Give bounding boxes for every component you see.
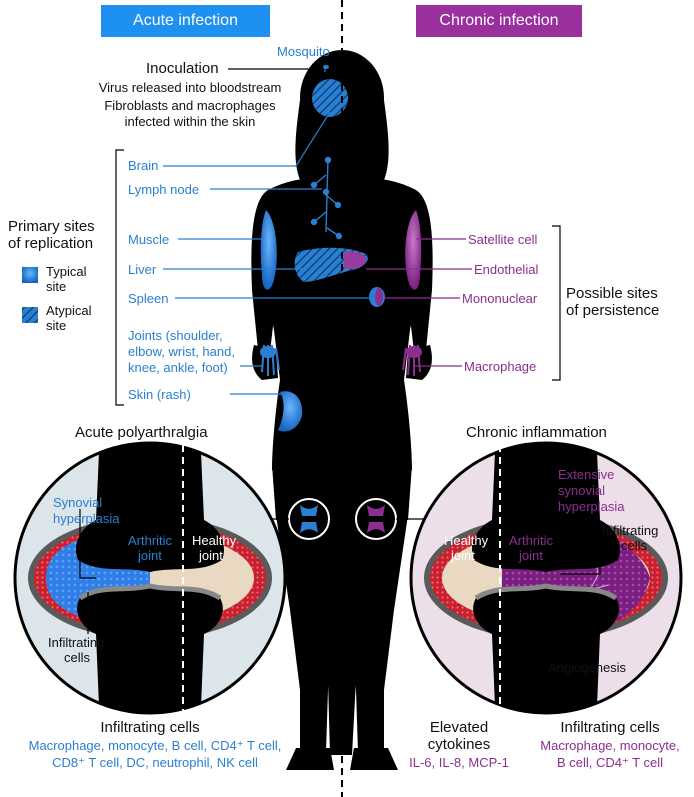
- human-silhouette: [251, 50, 433, 770]
- extensive-label-3: hyperplasia: [558, 499, 625, 514]
- site-spleen: Spleen: [128, 291, 169, 306]
- site-satellite-cell: Satellite cell: [468, 232, 538, 247]
- synovial-label-2: hyperplasia: [53, 511, 120, 526]
- virus-released-label: Virus released into bloodstream: [98, 80, 282, 95]
- acute-infiltrating-list-1: Macrophage, monocyte, B cell, CD4⁺ T cel…: [28, 738, 282, 753]
- site-liver: Liver: [128, 262, 157, 277]
- site-joints-2: elbow, wrist, hand,: [128, 344, 235, 359]
- mosquito-label: Mosquito: [277, 44, 330, 59]
- infiltrating-cells-left-1: Infiltrating: [48, 635, 105, 650]
- mosquito-icon: [323, 65, 329, 69]
- fibroblasts-label-1: Fibroblasts and macrophages: [104, 98, 276, 113]
- cytokine-list: IL-6, IL-8, MCP-1: [409, 755, 509, 770]
- right-muscle: [405, 210, 422, 290]
- chronic-infection-header: Chronic infection: [416, 5, 582, 37]
- infiltrating-cells-left-2: cells: [64, 650, 91, 665]
- acute-infiltrating-title: Infiltrating cells: [100, 719, 200, 736]
- site-macrophage: Macrophage: [464, 359, 537, 374]
- chronic-joint-illustration: [411, 443, 681, 713]
- site-joints-1: Joints (shoulder,: [128, 328, 223, 343]
- arthritic-joint-label-1: Arthritic: [128, 533, 173, 548]
- atypical-site-label-1: Atypical: [46, 303, 92, 318]
- skin-rash: [278, 391, 303, 432]
- left-knee-callout: [288, 498, 330, 540]
- angiogenesis-label: Angiogenesis: [548, 660, 627, 675]
- site-joints-3: knee, ankle, foot): [128, 360, 228, 375]
- site-muscle: Muscle: [128, 232, 170, 247]
- elevated-cytokines-1: Elevated: [429, 719, 489, 736]
- chronic-infiltrating-list-2: B cell, CD4⁺ T cell: [556, 755, 664, 770]
- typical-site-label-1: Typical: [46, 264, 87, 279]
- extensive-label-1: Extensive: [558, 467, 615, 482]
- left-hand-bones: [260, 344, 280, 376]
- lymph-node-network: [310, 156, 343, 240]
- site-brain: Brain: [128, 158, 159, 173]
- persistence-title-1: Possible sites: [566, 285, 658, 302]
- persistence-title-2: of persistence: [566, 302, 660, 319]
- left-bracket: [115, 149, 124, 406]
- elevated-cytokines-2: cytokines: [427, 736, 491, 753]
- liver-purple-lobe: [344, 251, 367, 269]
- extensive-label-2: synovial: [558, 483, 605, 498]
- primary-sites-title-1: Primary sites: [8, 218, 95, 235]
- healthy-joint-right-1: Healthy: [444, 533, 489, 548]
- atypical-site-label-2: site: [46, 318, 67, 333]
- fibroblasts-label-2: infected within the skin: [124, 114, 256, 129]
- chronic-infiltrating-list-1: Macrophage, monocyte,: [540, 738, 680, 753]
- site-lymph-node: Lymph node: [128, 182, 200, 197]
- inoculation-label: Inoculation: [146, 60, 219, 77]
- right-knee-callout: [355, 498, 397, 540]
- site-mononuclear: Mononuclear: [462, 291, 538, 306]
- brain-atypical: [312, 79, 348, 117]
- site-skin: Skin (rash): [128, 387, 191, 402]
- chronic-inflammation-title: Chronic inflammation: [466, 424, 607, 441]
- healthy-joint-right-2: joint: [451, 548, 475, 563]
- acute-polyarthralgia-title: Acute polyarthralgia: [75, 424, 208, 441]
- infiltrating-cells-right-1: Infiltrating: [602, 523, 659, 538]
- arthritic-joint-label-2: joint: [138, 548, 162, 563]
- right-bracket: [552, 225, 561, 381]
- left-muscle: [260, 210, 277, 290]
- chronic-infiltrating-title: Infiltrating cells: [560, 719, 660, 736]
- arthritic-joint-right-2: joint: [519, 548, 543, 563]
- right-hand-bones: [402, 344, 422, 376]
- infiltrating-cells-right-2: cells: [621, 538, 648, 553]
- synovial-label-1: Synovial: [53, 495, 103, 510]
- arthritic-joint-right-1: Arthritic: [509, 533, 554, 548]
- typical-site-label-2: site: [46, 279, 67, 294]
- acute-infiltrating-list-2: CD8⁺ T cell, DC, neutrophil, NK cell: [52, 755, 258, 770]
- healthy-joint-label-1: Healthy: [192, 533, 237, 548]
- primary-sites-title-2: of replication: [8, 235, 94, 252]
- acute-joint-illustration: [15, 443, 285, 713]
- atypical-site-swatch: [22, 307, 38, 323]
- acute-infection-header: Acute infection: [101, 5, 270, 37]
- spleen-purple: [375, 288, 383, 306]
- healthy-joint-label-2: joint: [199, 548, 223, 563]
- typical-site-swatch: [22, 267, 38, 283]
- site-endothelial: Endothelial: [474, 262, 539, 277]
